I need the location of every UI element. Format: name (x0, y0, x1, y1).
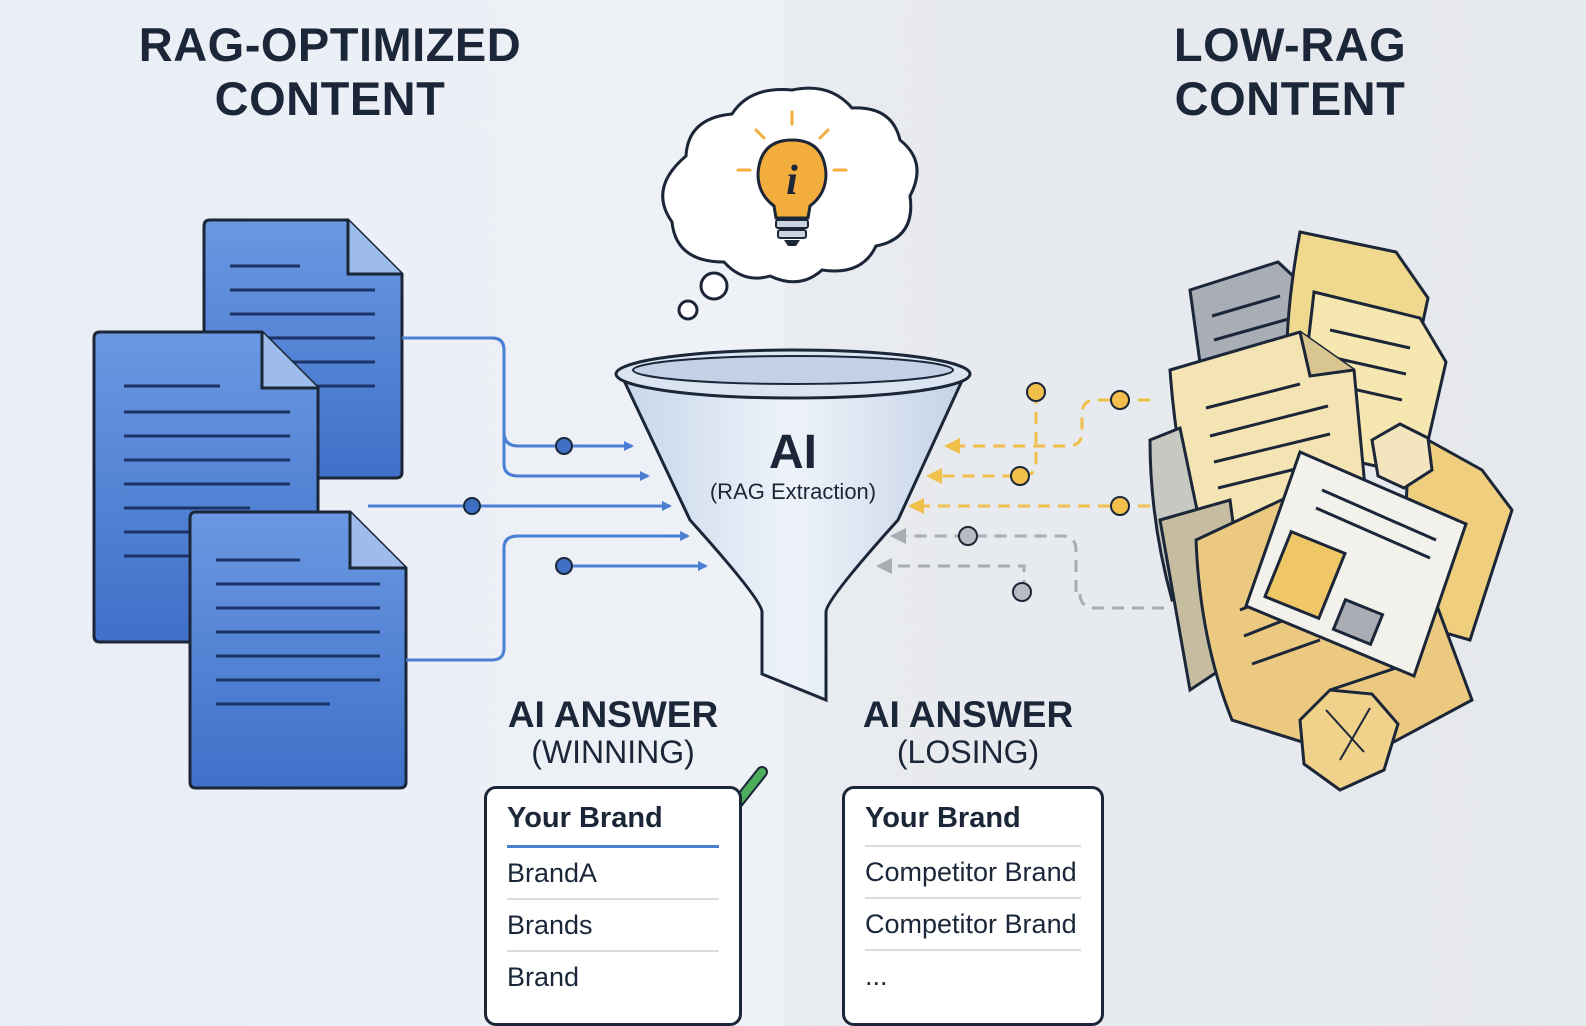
title-line: LOW-RAG (1173, 18, 1407, 71)
title-line: RAG-OPTIMIZED (138, 18, 522, 71)
answer-losing-heading: AI ANSWER (LOSING) (838, 694, 1098, 771)
funnel-icon (614, 348, 972, 703)
answer-winning-heading: AI ANSWER (WINNING) (483, 694, 743, 771)
blue-arrows (368, 336, 708, 662)
list-item: BrandA (507, 848, 719, 900)
crumpled-paper-icon (1148, 230, 1514, 792)
list-item: Brand (507, 962, 580, 992)
list-item: Competitor Brand (865, 899, 1081, 951)
funnel-label: AI (769, 426, 817, 479)
list-item: Brands (507, 900, 719, 952)
lightbulb-glyph: i (786, 158, 798, 204)
title-line: CONTENT (1174, 72, 1406, 125)
dashed-arrowheads (876, 438, 960, 574)
answer-heading: AI ANSWER (507, 694, 719, 735)
answer-winning-card: Your Brand BrandA Brands Brand (484, 786, 742, 1026)
list-item: ... (865, 961, 888, 991)
funnel-sublabel: (RAG Extraction) (710, 479, 876, 504)
title-line: CONTENT (214, 72, 446, 125)
blue-arrow-nodes (463, 437, 573, 575)
answer-subheading: (LOSING) (896, 734, 1040, 770)
answer-subheading: (WINNING) (531, 734, 695, 770)
lightbulb-icon: i (736, 110, 848, 246)
list-item: Your Brand (507, 789, 719, 848)
answer-heading: AI ANSWER (862, 694, 1074, 735)
title-rag-optimized: RAG-OPTIMIZED CONTENT (110, 18, 550, 126)
title-low-rag: LOW-RAG CONTENT (1130, 18, 1450, 126)
list-item: Competitor Brand (865, 847, 1081, 899)
answer-losing-card: Your Brand Competitor Brand Competitor B… (842, 786, 1104, 1026)
document-icon (188, 510, 408, 790)
list-item: Your Brand (865, 789, 1081, 847)
dashed-arrow-nodes (958, 382, 1130, 602)
